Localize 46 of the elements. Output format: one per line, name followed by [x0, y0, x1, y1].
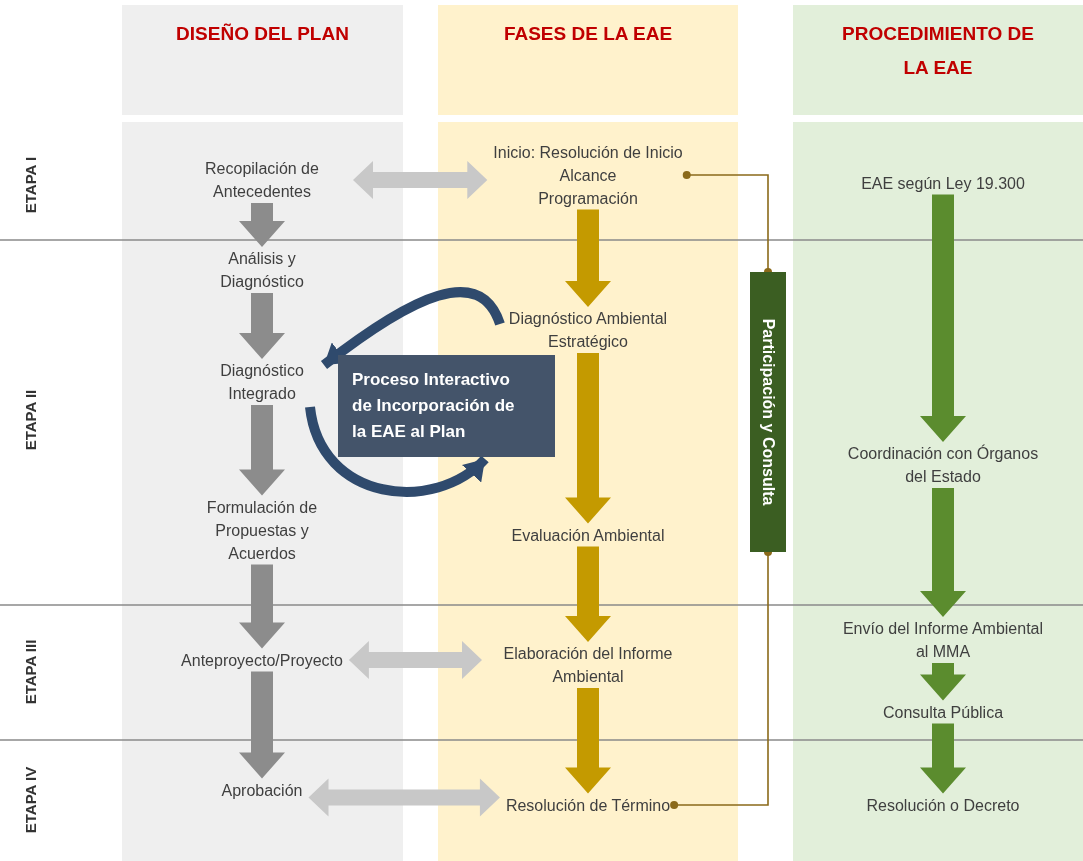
- step-label: Alcance: [558, 165, 618, 186]
- step-label: Inicio: Resolución de Inicio: [493, 142, 683, 163]
- block-arrow: [239, 293, 285, 359]
- bar-label: Participación y Consulta: [759, 318, 777, 506]
- step-label: Diagnóstico Ambiental Estratégico: [502, 307, 674, 353]
- step-label: Elaboración del Informe Ambiental: [488, 642, 688, 688]
- step-label: Formulación de Propuestas y Acuerdos: [197, 495, 327, 565]
- stage-label: ETAPA I: [21, 156, 39, 214]
- block-arrow: [565, 209, 611, 307]
- block-arrow: [920, 194, 966, 442]
- step-label: Anteproyecto/Proyecto: [181, 648, 343, 672]
- process-box: [338, 355, 555, 457]
- block-arrow: [920, 488, 966, 617]
- double-arrow: [353, 161, 488, 199]
- stage-label: ETAPA IV: [21, 766, 39, 834]
- step-label: Recopilación de Antecedentes: [177, 157, 347, 203]
- block-arrow: [565, 688, 611, 794]
- column-header: PROCEDIMIENTO DE LA EAE: [793, 5, 1083, 115]
- block-arrow: [239, 203, 285, 247]
- stage-label: ETAPA III: [21, 639, 39, 705]
- block-arrow: [565, 353, 611, 524]
- vertical-bar: [750, 272, 786, 552]
- step-label: Diagnóstico Integrado: [202, 359, 322, 405]
- step-label: Aprobación: [221, 778, 303, 802]
- step-label: Análisis y Diagnóstico: [187, 247, 337, 293]
- block-arrow: [920, 663, 966, 701]
- step-label: Consulta Pública: [882, 700, 1004, 724]
- double-arrow: [308, 778, 500, 817]
- block-arrow: [565, 546, 611, 642]
- step-label: Programación: [537, 188, 639, 209]
- curved-arrow: [305, 405, 489, 497]
- step-label: Evaluación Ambiental: [511, 523, 665, 547]
- block-arrow: [239, 671, 285, 779]
- block-arrow: [920, 723, 966, 794]
- step-label: Resolución o Decreto: [866, 793, 1020, 817]
- step-label: Resolución de Término: [505, 793, 671, 817]
- step-label: Coordinación con Órganos del Estado: [840, 442, 1046, 488]
- stage-label: ETAPA II: [21, 389, 39, 451]
- block-arrow: [239, 564, 285, 649]
- process-box-text: Proceso Interactivo de Incorporación de la EAE al Plan: [352, 369, 516, 443]
- step-label: EAE según Ley 19.300: [861, 171, 1025, 195]
- column-header: DISEÑO DEL PLAN: [122, 5, 403, 115]
- step-label: Envío del Informe Ambiental al MMA: [837, 617, 1049, 663]
- column-header: FASES DE LA EAE: [438, 5, 738, 115]
- block-arrow: [239, 405, 285, 496]
- double-arrow: [348, 641, 482, 679]
